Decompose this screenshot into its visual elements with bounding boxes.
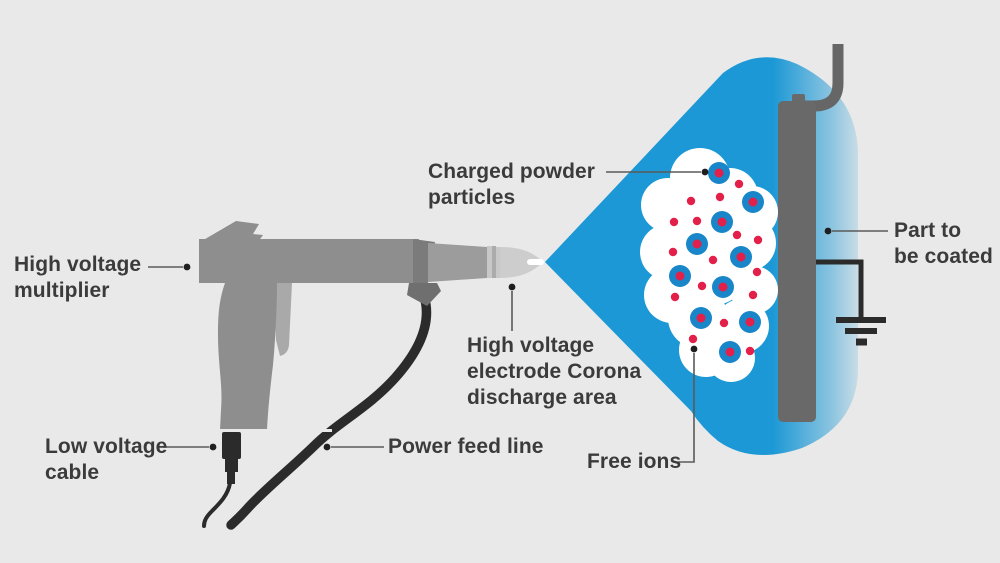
free-ions-group: [668, 179, 763, 356]
charged-powder-particle-core: [692, 239, 702, 249]
gun-rear-fin: [200, 221, 263, 242]
label-leaders: [148, 168, 888, 463]
label-electrode-corona: High voltage electrode Corona discharge …: [467, 333, 641, 411]
label-line: Free ions: [587, 450, 682, 473]
low-voltage-cable-wire: [202, 481, 232, 528]
label-free-ions: Free ions: [587, 449, 681, 475]
label-power-feed-line: Power feed line: [388, 434, 544, 460]
free-ion-dot: [748, 290, 758, 300]
nozzle-ring-1: [487, 246, 492, 278]
workpiece-hanger-tab: [792, 94, 805, 103]
gun-trigger: [274, 283, 292, 356]
free-ion-dot: [715, 192, 725, 202]
charged-powder-particle-core: [736, 252, 746, 262]
label-line: cable: [45, 461, 100, 484]
free-ion-dot: [734, 179, 744, 189]
nozzle-barrel: [428, 243, 487, 282]
low-voltage-connector: [222, 432, 241, 484]
nozzle-ring-3: [496, 247, 500, 278]
free-ion-dot: [669, 217, 679, 227]
charged-powder-particle-core: [714, 168, 724, 178]
charged-powder-particle-core: [725, 347, 735, 357]
charged-powder-particle-core: [675, 271, 685, 281]
free-ion-dot: [697, 281, 707, 291]
workpiece-panel: [778, 101, 816, 422]
free-ion-dot: [686, 196, 696, 206]
charged-powder-particle-core: [745, 317, 755, 327]
label-low-voltage-cable: Low voltage cable: [45, 434, 167, 486]
charged-powder-particle-core: [748, 197, 758, 207]
charged-powder-particles-group: [669, 162, 764, 363]
label-line: electrode Corona: [467, 360, 642, 383]
label-line: Part to: [894, 219, 962, 242]
label-line: multiplier: [14, 279, 110, 302]
label-charged-powder-particles: Charged powder particles: [428, 159, 595, 211]
label-line: Charged powder: [428, 160, 596, 183]
spray-gun: [199, 221, 544, 430]
free-ion-dot: [670, 292, 680, 302]
label-line: High voltage: [14, 253, 142, 276]
label-line: be coated: [894, 245, 993, 268]
label-line: High voltage: [467, 334, 595, 357]
free-ion-dot: [753, 235, 763, 245]
free-ion-dot: [692, 216, 702, 226]
label-line: particles: [428, 186, 516, 209]
label-high-voltage-multiplier: High voltage multiplier: [14, 252, 141, 304]
charged-powder-particle-core: [718, 282, 728, 292]
label-line: discharge area: [467, 386, 617, 409]
free-ion-dot: [688, 334, 698, 344]
charged-powder-particle-core: [717, 217, 727, 227]
electrode-gap: [527, 259, 544, 265]
free-ion-dot: [719, 318, 729, 328]
nozzle-tip: [500, 247, 543, 278]
free-ion-dot: [668, 247, 678, 257]
cable-boot: [407, 283, 441, 306]
gun-body: [199, 239, 419, 283]
free-ion-dot: [732, 230, 742, 240]
charged-powder-particle-core: [696, 313, 706, 323]
free-ion-dot: [745, 346, 755, 356]
free-ion-dot: [752, 267, 762, 277]
label-part-to-be-coated: Part to be coated: [894, 218, 993, 270]
ground-symbol-icon: [816, 259, 886, 346]
gun-handle: [218, 283, 277, 430]
label-line: Power feed line: [388, 435, 544, 458]
nozzle-ring-2: [492, 246, 496, 278]
power-feed-cable: [226, 291, 432, 530]
label-line: Low voltage: [45, 435, 168, 458]
free-ion-dot: [708, 255, 718, 265]
